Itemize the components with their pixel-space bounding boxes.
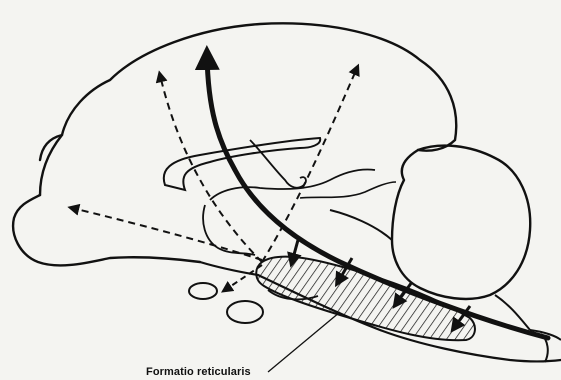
midbrain-outline xyxy=(300,182,396,198)
cerebellum-outline xyxy=(392,146,530,299)
diffuse-projection-arrow-2 xyxy=(262,68,357,262)
cerebrum-outline xyxy=(40,23,456,195)
hypothalamus-outline xyxy=(203,205,255,255)
optic-chiasm xyxy=(189,283,217,299)
brainstem-upper-outline xyxy=(330,210,392,240)
fornix-outline xyxy=(250,140,306,188)
reticular-formation-label: Formatio reticularis xyxy=(146,366,251,378)
label-leader-line xyxy=(268,312,340,372)
pituitary xyxy=(227,301,263,323)
olfactory-bulb-outline xyxy=(13,135,200,265)
reticular-formation xyxy=(256,257,475,341)
